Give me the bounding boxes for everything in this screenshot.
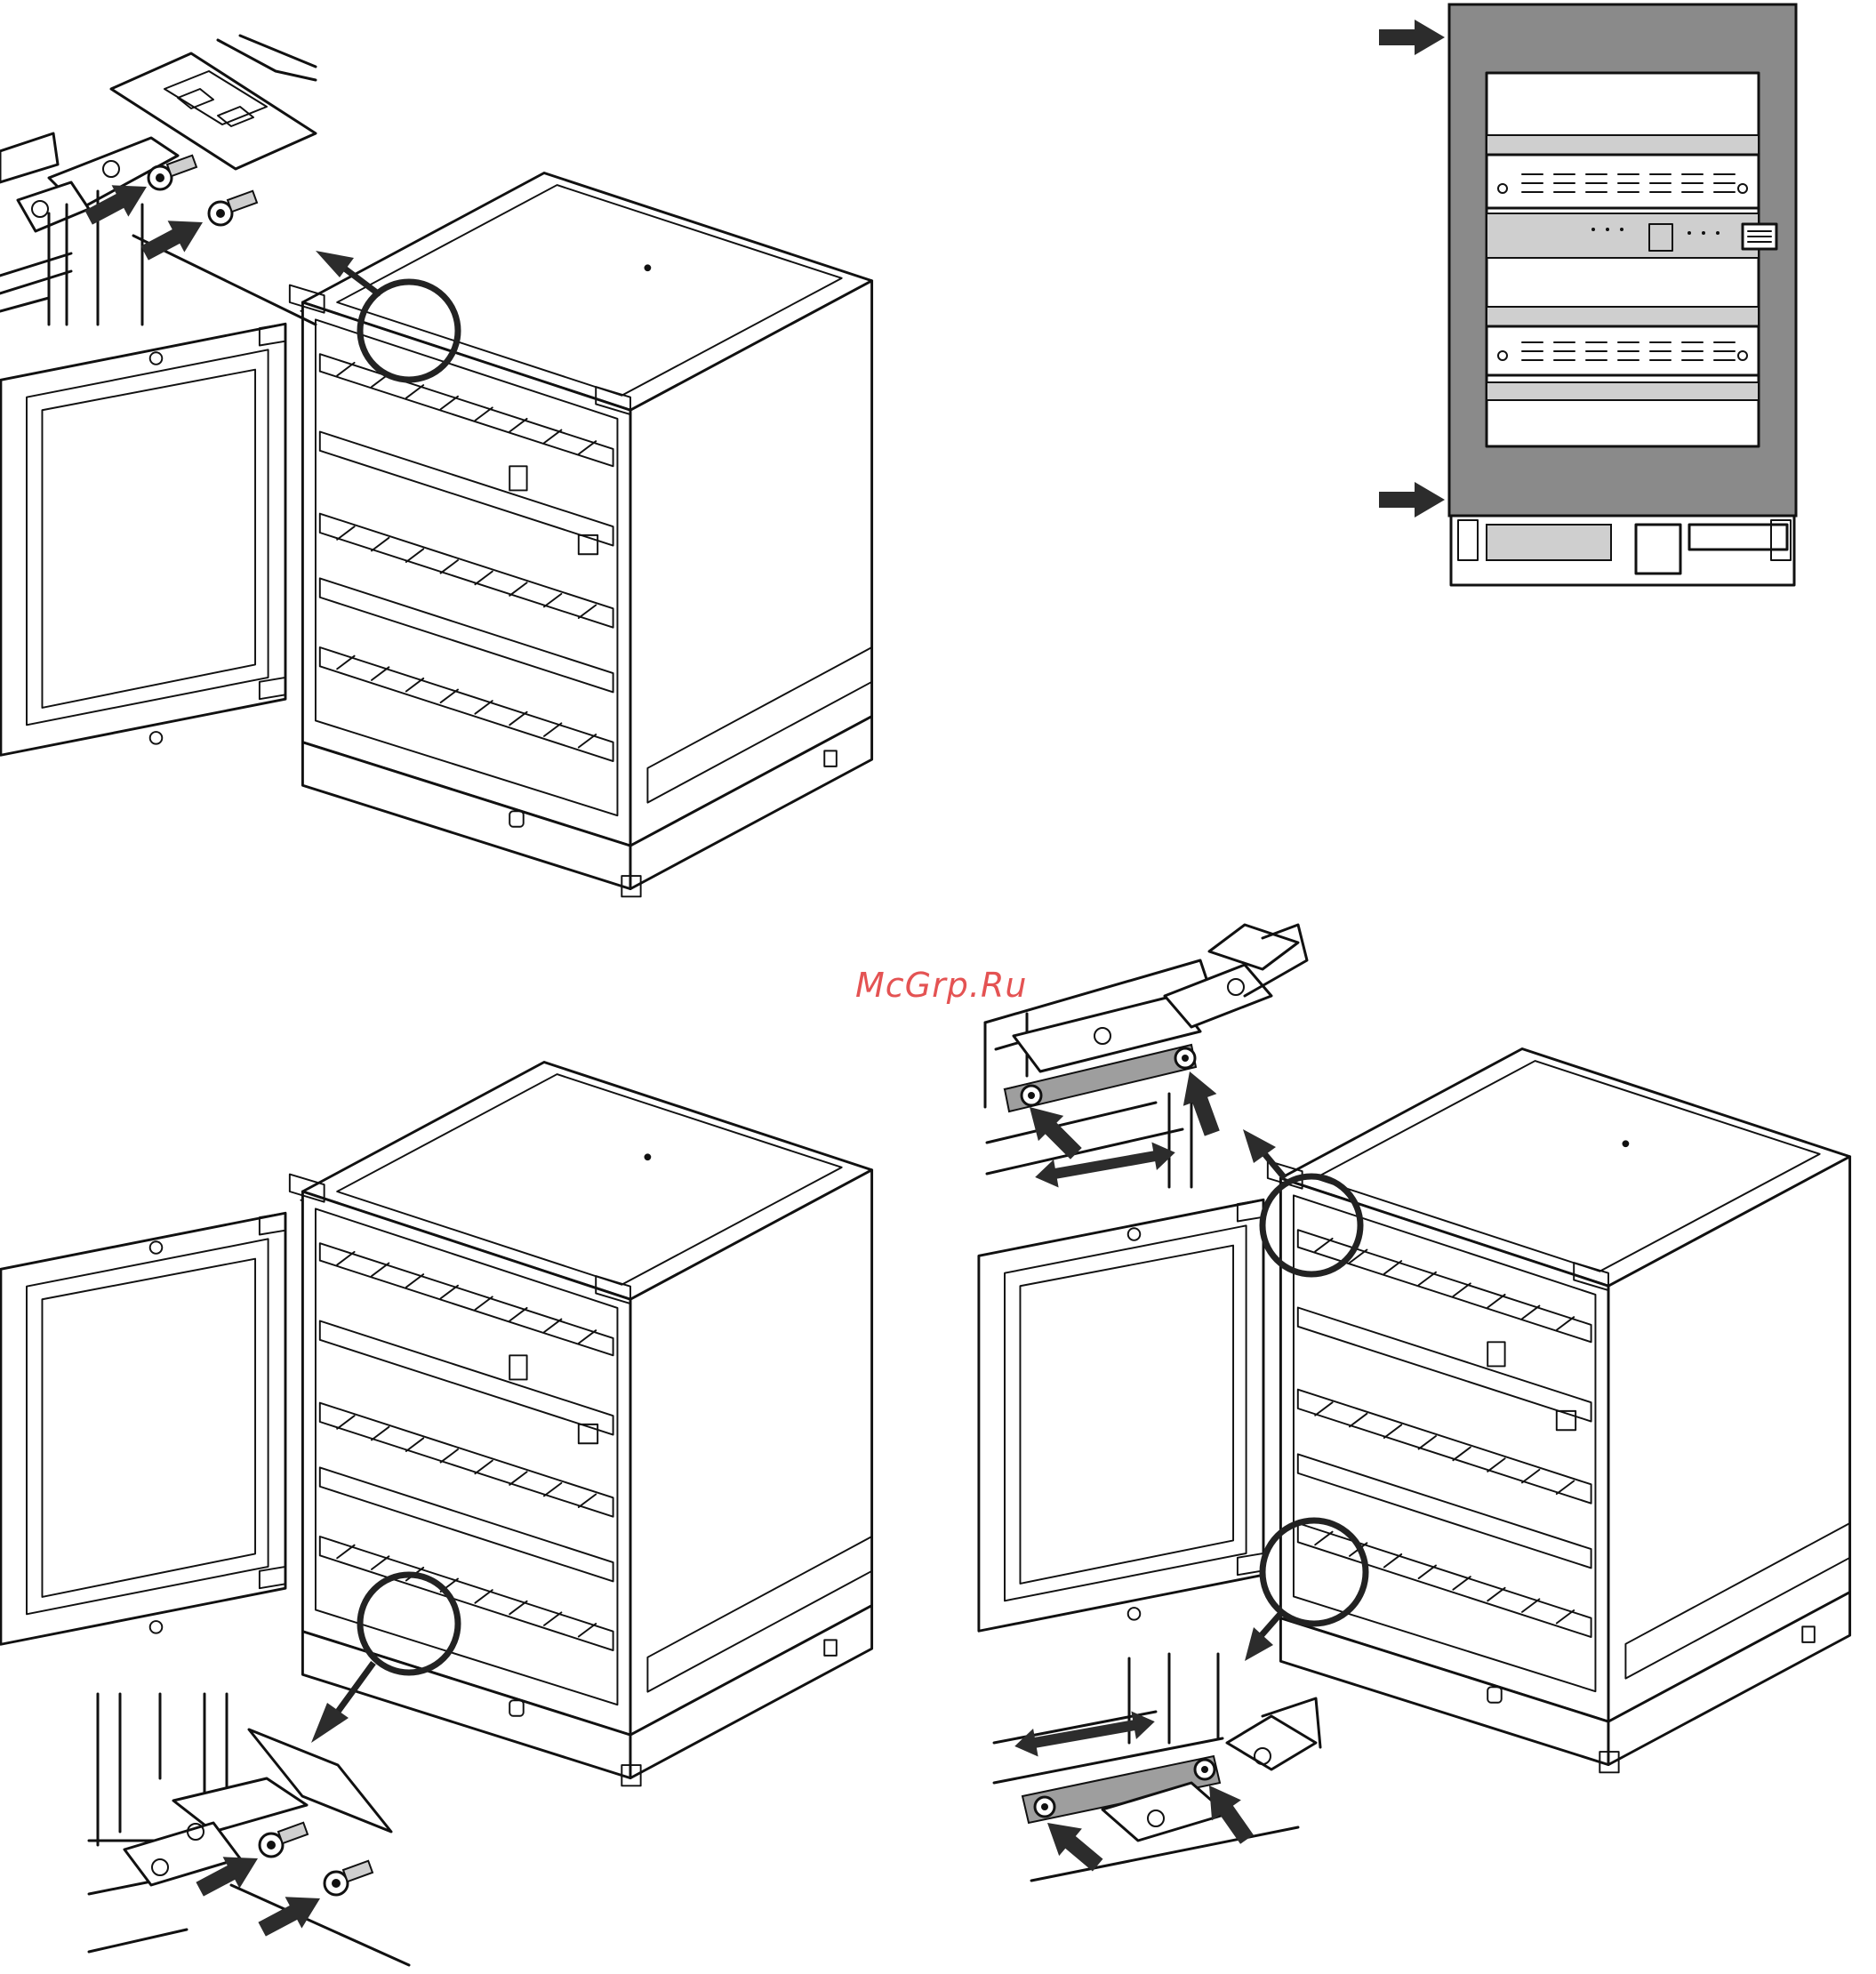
cabinet-open-door-bottom-right (979, 1049, 1850, 1773)
watermark: McGrp.Ru (855, 966, 1027, 1005)
arrow-icon (1379, 20, 1445, 55)
detail-inset-lower-hinge (89, 1694, 409, 1965)
slide-arrow-icon (1012, 1707, 1157, 1760)
cabinet-open-door-bottom-left (1, 1063, 872, 1786)
panel-bottom-right (979, 925, 1850, 1881)
arrow-icon (253, 1882, 328, 1945)
cabinet-open-door-top (1, 173, 872, 897)
panel-top-left (0, 36, 872, 896)
detail-inset-lower-plate (994, 1654, 1320, 1881)
detail-inset-upper-hinge (0, 36, 316, 325)
arrow-icon (136, 206, 211, 269)
panel-top-right-front-view (1379, 4, 1796, 585)
panel-bottom-left (1, 1063, 872, 1966)
arrow-icon (1379, 482, 1445, 518)
zoom-arrow-icon (1245, 1627, 1273, 1661)
